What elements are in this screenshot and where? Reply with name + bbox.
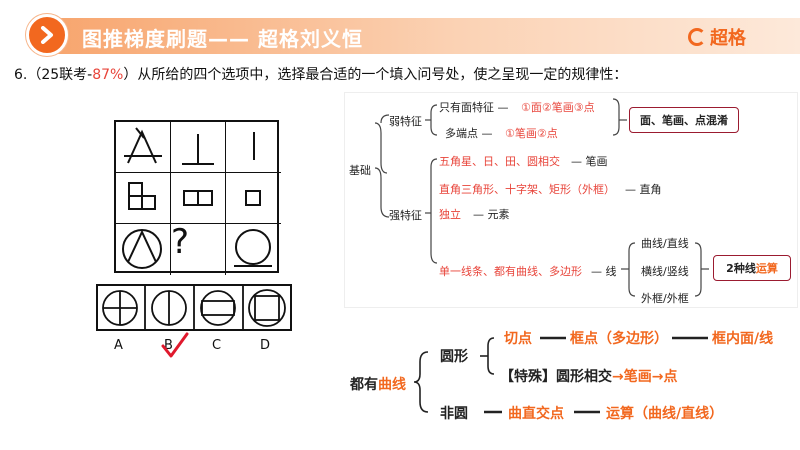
noncircle-item-operation: 运算（曲线/直线）: [606, 406, 724, 422]
chevron-right-icon: [26, 14, 68, 56]
answer-options: [96, 284, 292, 331]
grid-cell: [171, 122, 226, 173]
strong-item-1-tail: — 笔画: [571, 155, 608, 168]
strong-item-2-tail: — 直角: [625, 183, 662, 196]
header-bar: [40, 18, 800, 54]
circle-special-highlight: →笔画→点: [612, 369, 678, 385]
weak-summary-box: 面、笔画、点混淆: [629, 107, 739, 133]
strong-item-4: 单一线条、都有曲线、多边形: [439, 265, 582, 278]
triangle-figure: [127, 129, 157, 164]
checkmark-icon: [161, 332, 189, 358]
brand-logo: 超格: [688, 24, 746, 50]
option-label-c[interactable]: C: [212, 338, 222, 353]
strong-item-3: 独立: [439, 208, 461, 221]
circle-item-inner: 框内面/线: [712, 331, 774, 347]
strong-item-3-tail: — 元素: [473, 208, 510, 221]
line-item-2: 横线/竖线: [641, 265, 689, 278]
noncircle-item-intersection: 曲直交点: [508, 406, 564, 422]
circle-item-frame-text: 框点（多边形）: [570, 331, 668, 347]
accuracy-rate: 87%: [92, 67, 124, 83]
question-body: ）从所给的四个选项中，选择最合适的一个填入问号处，使之呈现一定的规律性：: [123, 67, 628, 83]
weak-item-1-label: 只有面特征 —: [439, 101, 509, 114]
weak-item-2-label: 多端点 —: [445, 127, 493, 140]
circle-item-tangent: 切点: [504, 331, 532, 347]
feature-tree-panel: 基础 弱特征 只有面特征 — ①面②笔画③点 多端点 — ①笔画②点 面、笔画、…: [344, 92, 798, 308]
circle-node: 圆形: [440, 349, 468, 365]
curve-root-text: 都有: [350, 377, 378, 393]
option-figures: [102, 284, 286, 331]
line-item-1: 曲线/直线: [641, 237, 689, 250]
option-label-a[interactable]: A: [114, 338, 123, 353]
curve-tree-connectors: [413, 336, 708, 414]
line-item-3: 外框/外框: [641, 292, 689, 305]
strong-item-4-tail: — 线: [591, 265, 617, 278]
option-label-d[interactable]: D: [260, 338, 271, 353]
grid-cell: [116, 173, 171, 224]
grid-cell: [226, 173, 281, 224]
curve-root-highlight: 曲线: [378, 377, 406, 393]
strong-feature-node: 强特征: [389, 209, 422, 222]
line-box-highlight: 运算: [755, 262, 778, 275]
header-banner: 图推梯度刷题—— 超格刘义恒 超格: [0, 0, 800, 60]
circle-special: 【特殊】圆形相交→笔画→点: [500, 366, 677, 386]
tree-connectors: [374, 98, 709, 297]
grid-cell: [171, 224, 226, 275]
strong-item-2: 直角三角形、十字架、矩形（外框）: [439, 183, 615, 196]
option-label-b[interactable]: B: [164, 338, 173, 353]
curve-tree-panel: 都有曲线 圆形 切点 框点（多边形） 框内面/线 【特殊】圆形相交→笔画→点 非…: [344, 318, 798, 446]
puzzle-grid: [114, 120, 281, 275]
brand-icon: [688, 28, 706, 46]
line-box-text: 2种线: [726, 262, 756, 275]
strong-item-1: 五角星、日、田、圆相交: [439, 155, 560, 168]
circle-item-frame: 框点（多边形）: [570, 328, 668, 348]
weak-item-1-value: ①面②笔画③点: [521, 101, 595, 114]
weak-item-2-value: ①笔画②点: [505, 127, 558, 140]
weak-feature-node: 弱特征: [389, 115, 422, 128]
line-summary-box: 2种线运算: [713, 255, 791, 281]
puzzle-figures: [122, 127, 272, 269]
noncircle-node: 非圆: [440, 406, 468, 422]
question-mark: ?: [171, 222, 190, 262]
question-prefix: 6.（25联考-: [14, 67, 93, 83]
grid-cell: [226, 122, 281, 173]
brand-name: 超格: [710, 28, 746, 49]
question-text: 6.（25联考-87%）从所给的四个选项中，选择最合适的一个填入问号处，使之呈现…: [14, 64, 627, 84]
curve-root: 都有曲线: [350, 374, 406, 394]
grid-cell: [116, 122, 171, 173]
page-title: 图推梯度刷题—— 超格刘义恒: [82, 27, 363, 51]
root-node: 基础: [349, 164, 371, 177]
grid-cell: [116, 224, 171, 275]
grid-cell: [171, 173, 226, 224]
circle-special-text: 【特殊】圆形相交: [500, 369, 612, 385]
